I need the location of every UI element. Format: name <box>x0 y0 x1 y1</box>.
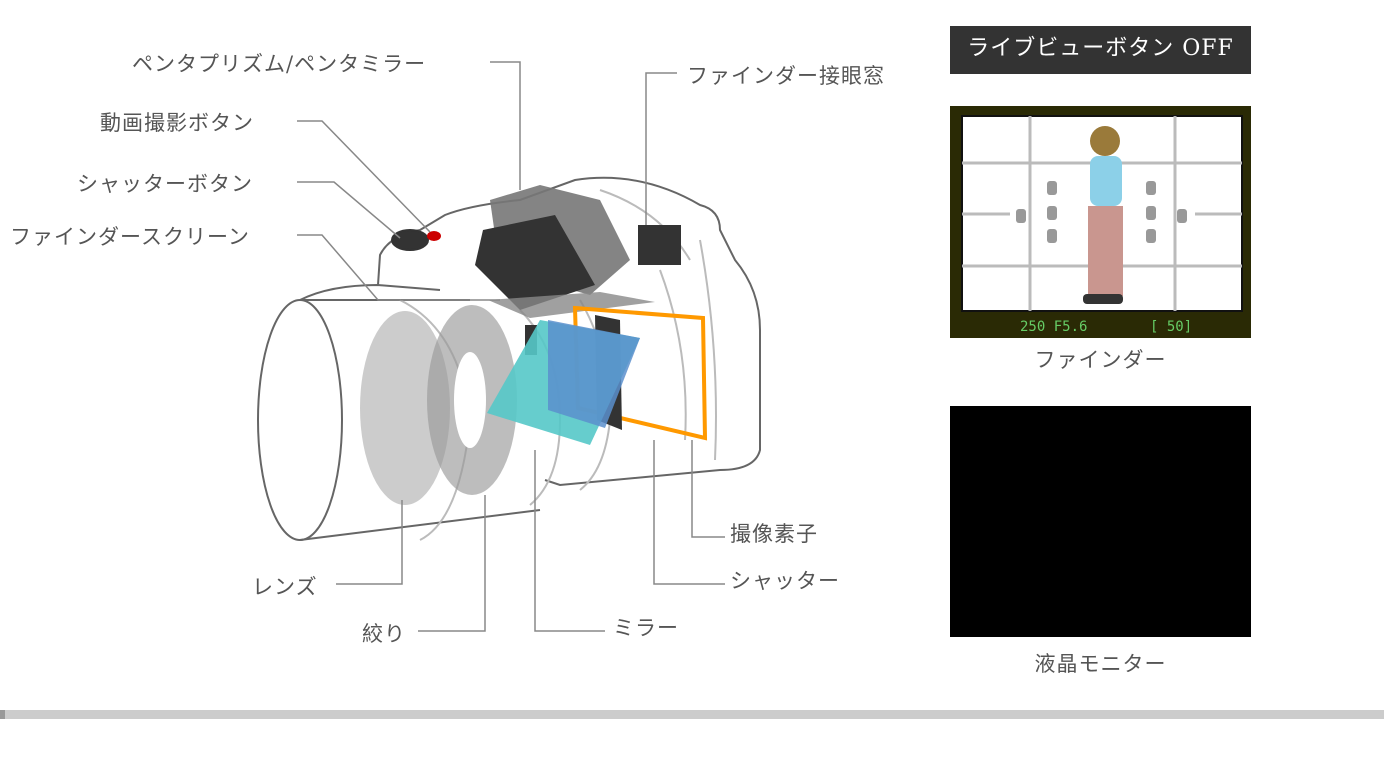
lcd-monitor <box>950 406 1251 637</box>
finder-caption: ファインダー <box>1034 348 1167 372</box>
label-eyepiece: ファインダー接眼窓 <box>687 64 885 88</box>
camera-diagram <box>257 61 761 632</box>
svg-text:[ 50]: [ 50] <box>1150 319 1192 335</box>
slider-thumb[interactable] <box>0 710 5 719</box>
label-shutter-button: シャッターボタン <box>77 172 253 196</box>
label-pentaprism: ペンタプリズム/ペンタミラー <box>132 52 427 76</box>
label-lens: レンズ <box>252 575 318 599</box>
monitor-caption: 液晶モニター <box>1034 652 1167 676</box>
label-aperture: 絞り <box>362 622 406 646</box>
label-shutter: シャッター <box>730 569 840 593</box>
label-finder-screen: ファインダースクリーン <box>10 225 250 249</box>
label-movie-button: 動画撮影ボタン <box>100 111 254 135</box>
viewfinder-image: 250 F5.6 [ 50] <box>950 106 1251 338</box>
progress-slider[interactable] <box>0 710 1384 719</box>
lens-element <box>360 311 450 505</box>
label-sensor: 撮像素子 <box>730 522 818 546</box>
live-view-button[interactable]: ライブビューボタン OFF <box>950 26 1251 74</box>
svg-text:250 F5.6: 250 F5.6 <box>1020 319 1087 335</box>
eyepiece <box>638 225 681 265</box>
label-mirror: ミラー <box>613 616 679 640</box>
